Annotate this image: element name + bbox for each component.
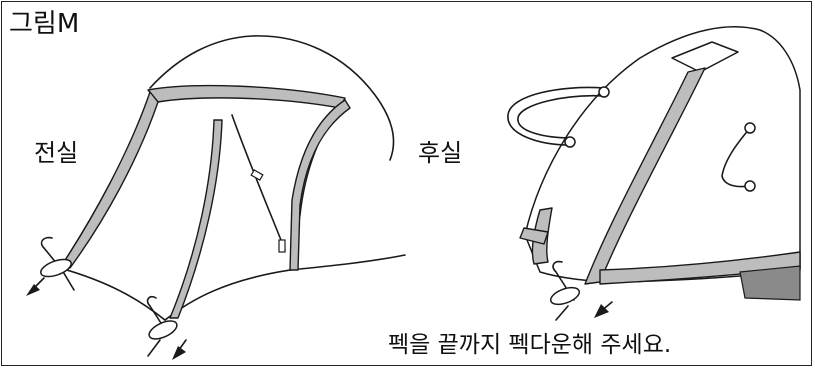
instruction-caption: 펙을 끝까지 펙다운해 주세요. (388, 332, 672, 358)
front-vestibule-drawing (26, 35, 406, 360)
rear-vestibule-label: 후실 (418, 139, 463, 167)
figure-title: 그림M (9, 9, 80, 39)
rear-vestibule-drawing (507, 26, 801, 321)
front-vestibule-label: 전실 (34, 139, 79, 167)
